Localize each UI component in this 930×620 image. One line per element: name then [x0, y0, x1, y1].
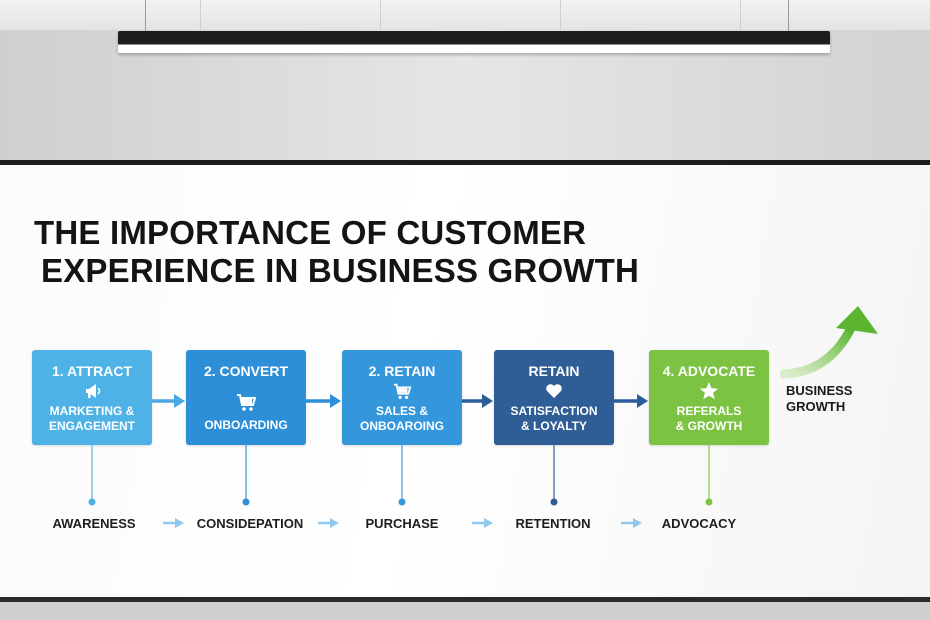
ceiling-seam [380, 0, 381, 30]
megaphone-icon [32, 381, 152, 403]
stage-subtitle: REFERALS & GROWTH [675, 404, 743, 433]
phase-label-retention: RETENTION [515, 516, 591, 531]
flow-arrow-1 [152, 394, 185, 408]
flow-arrow-4 [614, 394, 648, 408]
slide-title-line-1: THE IMPORTANCE OF CUSTOMER [34, 214, 587, 251]
screen-bottom-edge [0, 597, 930, 602]
projection-screen [0, 165, 930, 597]
stage-title: 1. ATTRACT [51, 363, 133, 379]
stage-box-attract: 1. ATTRACT MARKETING & ENGAGEMENT [32, 350, 152, 445]
cart-icon [186, 391, 306, 413]
flow-arrow-3 [462, 394, 493, 408]
ceiling-seam [200, 0, 201, 30]
connector-line [705, 445, 713, 506]
phase-label-purchase: PURCHASE [365, 516, 439, 531]
phase-arrow [472, 518, 493, 528]
cart-icon [342, 381, 462, 403]
ceiling-seam [560, 0, 561, 30]
phase-arrow [621, 518, 642, 528]
phase-label-advocacy: ADVOCACY [661, 516, 737, 531]
ceiling-light [118, 31, 830, 53]
connector-line [242, 445, 250, 506]
stage-box-convert: 2. CONVERT ONBOARDING [186, 350, 306, 445]
floor-strip [0, 597, 930, 620]
star-icon [649, 381, 769, 403]
stage-subtitle: SALES & ONBOAROING [360, 404, 444, 433]
light-wire [788, 0, 789, 31]
phase-label-awareness: AWARENESS [52, 516, 136, 531]
stage-box-retention: RETAIN SATISFACTION & LOYALTY [494, 350, 614, 445]
heart-icon [494, 381, 614, 403]
growth-arrow-icon [780, 306, 878, 379]
stage-subtitle: SATISFACTION & LOYALTY [510, 404, 598, 433]
connector-line [550, 445, 558, 506]
stage-box-retain: 2. RETAIN SALES & ONBOAROING [342, 350, 462, 445]
connector-line [398, 445, 406, 506]
flow-arrow-2 [306, 394, 341, 408]
light-wire [145, 0, 146, 31]
connector-line [88, 445, 96, 506]
stage-title: 4. ADVOCATE [662, 363, 756, 379]
stage-box-advocate: 4. ADVOCATE REFERALS & GROWTH [649, 350, 769, 445]
stage-subtitle: MARKETING & ENGAGEMENT [48, 404, 135, 433]
slide-title-line-2: EXPERIENCE IN BUSINESS GROWTH [41, 252, 640, 289]
stage-subtitle: ONBOARDING [204, 418, 288, 432]
stage-title: 2. RETAIN [368, 363, 436, 379]
growth-label: BUSINESS GROWTH [786, 383, 853, 414]
ceiling-seam [740, 0, 741, 30]
phase-arrow [163, 518, 184, 528]
phase-label-consideration: CONSIDEPATION [196, 516, 304, 531]
stage-title: 2. CONVERT [203, 363, 288, 379]
phase-arrow [318, 518, 339, 528]
stage-title: RETAIN [528, 363, 580, 379]
ceiling [0, 0, 930, 30]
